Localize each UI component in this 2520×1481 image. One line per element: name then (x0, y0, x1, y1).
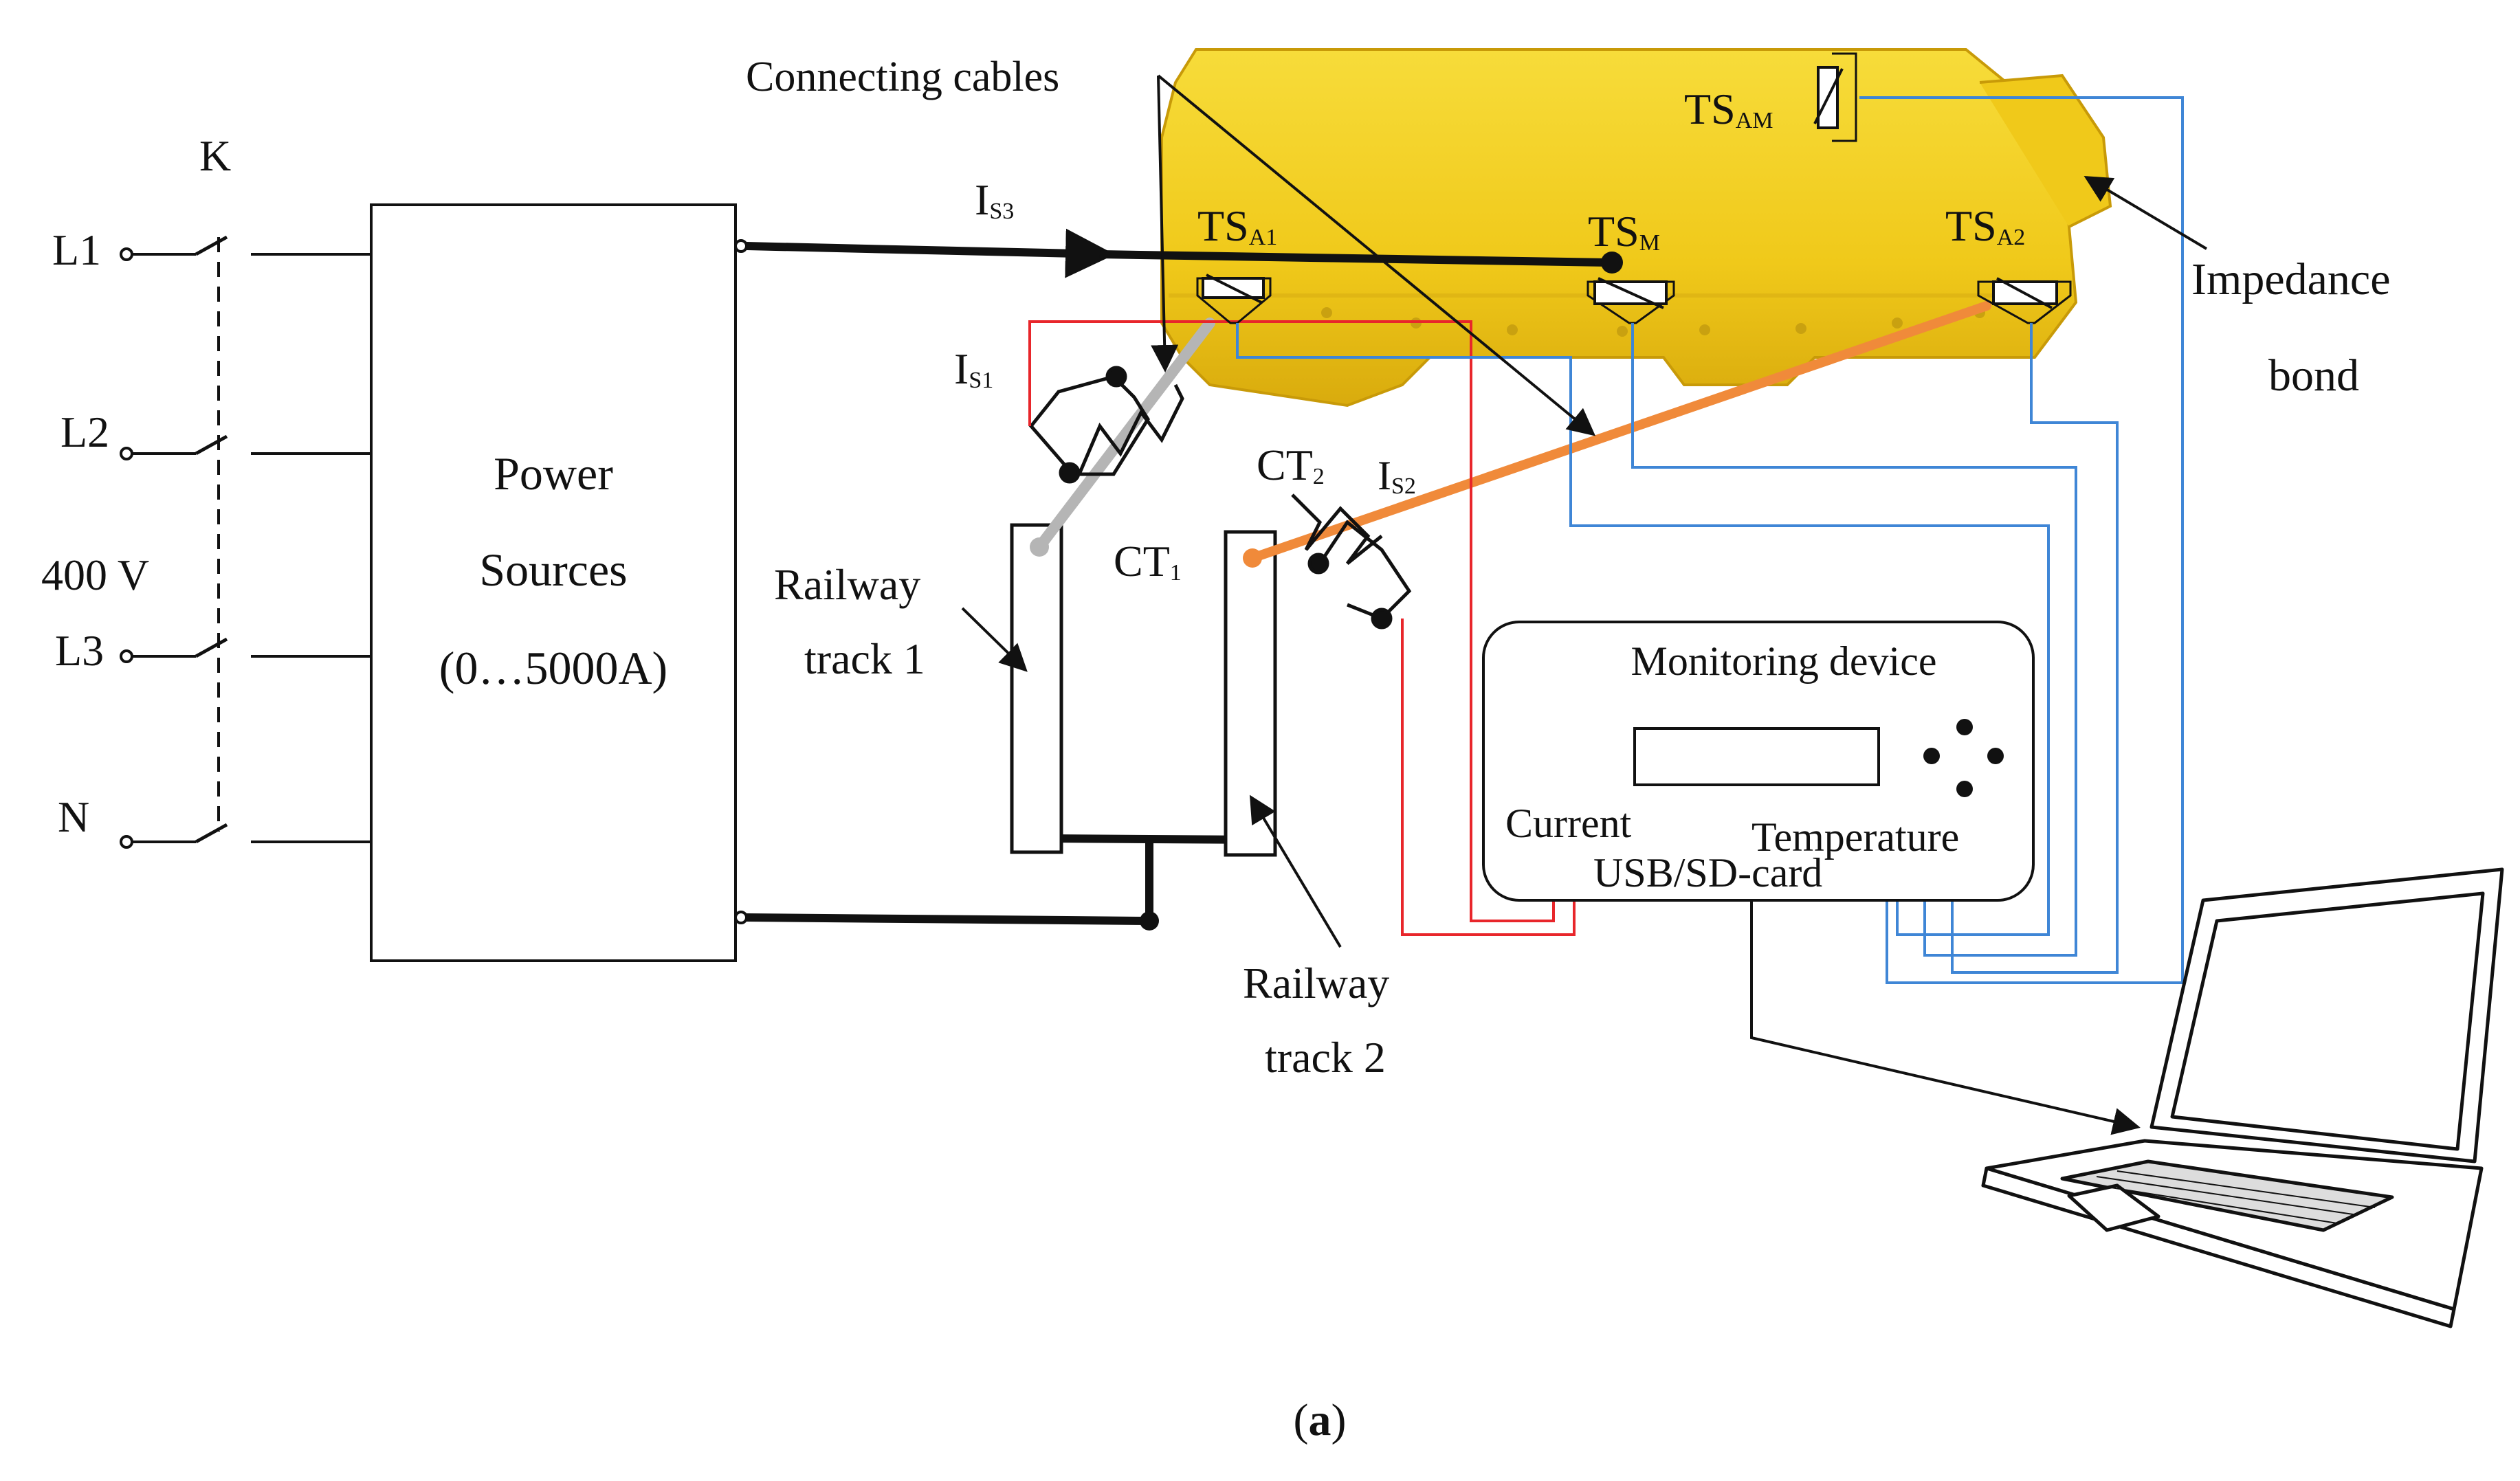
monitor-title: Monitoring device (1631, 638, 1937, 684)
three-phase-supply (120, 235, 371, 849)
figure-caption: (a) (1294, 1395, 1347, 1445)
is2-label: IS2 (1378, 453, 1416, 499)
track1-lead (1034, 318, 1215, 553)
sensor-tsm (1587, 277, 1675, 324)
impedance-bond-line2: bond (2268, 350, 2359, 401)
l3-terminal (120, 649, 133, 663)
is1-label: IS1 (954, 344, 993, 393)
laptop-icon (1981, 867, 2504, 1328)
impedance-bond-housing (1160, 48, 2112, 408)
connecting-cables-label: Connecting cables (746, 54, 1059, 100)
tsa2-label: TSA2 (1945, 201, 2025, 250)
switch-k (195, 235, 228, 844)
usb-cable (1750, 900, 2141, 1135)
tsam-label: TSAM (1684, 85, 1773, 133)
power-source-line2: Sources (479, 544, 627, 596)
cables-pointer-1 (1151, 75, 1179, 372)
phase-n-label: N (58, 792, 89, 841)
current-signal-wires (1028, 320, 1576, 936)
source-output-bottom (734, 911, 748, 924)
monitor-current-label: Current (1505, 801, 1632, 846)
main-current-conductor (746, 228, 1623, 278)
track1-pointer (961, 607, 1028, 672)
phase-l3-label: L3 (55, 626, 104, 675)
monitor-keypad (1923, 719, 2004, 797)
l1-terminal (120, 247, 133, 261)
power-source-line1: Power (494, 447, 613, 500)
track2-line1: Railway (1243, 959, 1389, 1007)
track2-lead (1248, 301, 1991, 563)
cables-pointer-2 (1157, 74, 1596, 436)
monitor-usb-label: USB/SD-card (1593, 850, 1822, 895)
track2-pointer (1249, 794, 1342, 948)
monitor-display (1633, 727, 1880, 786)
ct2-label: CT2 (1257, 441, 1325, 489)
track1-line2: track 1 (804, 634, 925, 683)
ct2-transformer (1291, 493, 1412, 630)
impedance-bond-pointer (2084, 175, 2208, 250)
ct1-transformer (1028, 366, 1184, 484)
is3-label: IS3 (975, 175, 1014, 224)
track2-line2: track 2 (1265, 1033, 1386, 1082)
ct1-label: CT1 (1114, 537, 1182, 586)
switch-k-label: K (199, 131, 231, 180)
railway-track-1 (1010, 523, 1063, 854)
tsa1-label: TSA1 (1197, 201, 1277, 250)
return-conductor (746, 829, 1261, 931)
n-terminal (120, 835, 133, 849)
power-source-line3: (0…5000A) (439, 642, 667, 694)
source-output-top (734, 239, 748, 253)
sensor-tsa2 (1977, 277, 2072, 324)
l2-terminal (120, 447, 133, 460)
voltage-label: 400 V (41, 550, 149, 599)
railway-track-2 (1224, 530, 1277, 857)
temperature-signal-wires (1236, 96, 2184, 984)
track1-line1: Railway (774, 560, 920, 609)
sensor-tsa1 (1196, 274, 1272, 324)
phase-l1-label: L1 (52, 225, 101, 274)
impedance-bond-line1: Impedance (2191, 254, 2391, 304)
phase-l2-label: L2 (60, 408, 109, 456)
sensor-tsam (1813, 52, 1857, 142)
power-source-box (370, 203, 737, 962)
tsm-label: TSM (1588, 207, 1660, 256)
monitor-temperature-label: Temperature (1751, 814, 1959, 860)
